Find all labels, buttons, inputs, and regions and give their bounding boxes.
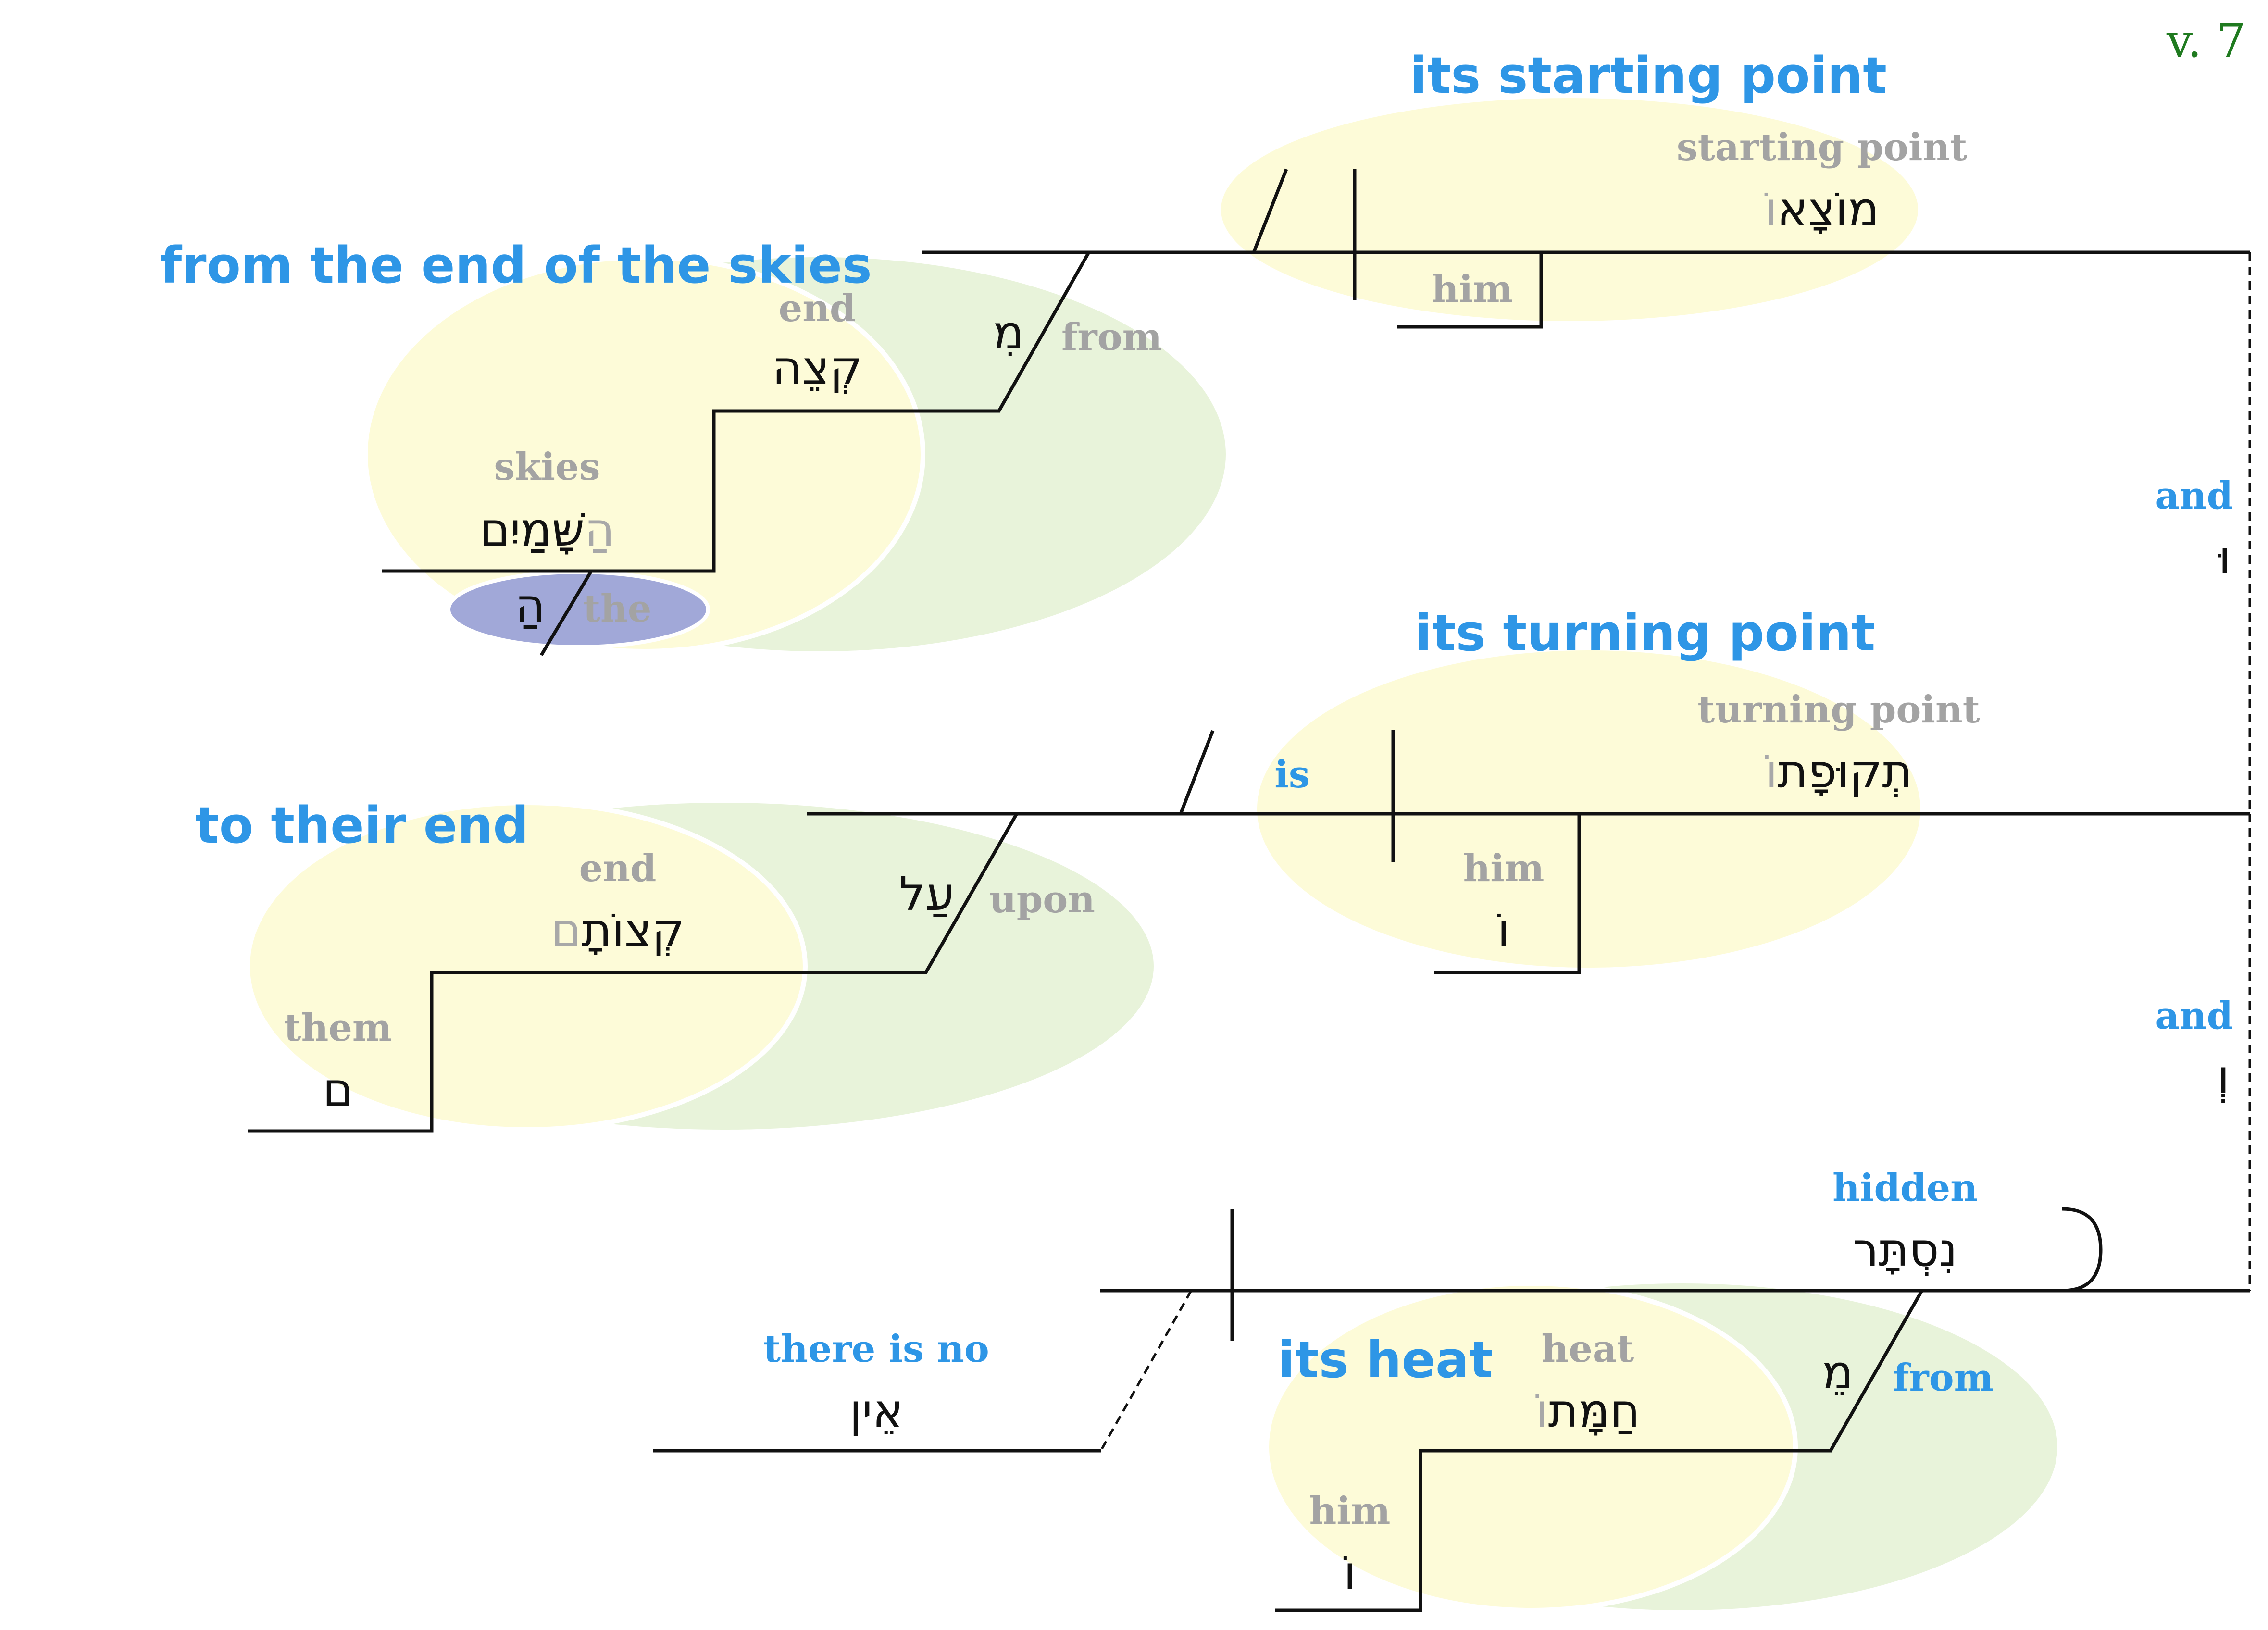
ellipse-pp3-yellow <box>1264 1281 1798 1613</box>
verse-number: v. 7 <box>2166 14 2246 68</box>
pp1-article-slash <box>539 570 593 656</box>
clause1-noun-gloss: starting point <box>1677 125 1968 169</box>
ellipse-pp1-yellow <box>363 255 925 654</box>
clause1-noun-suffix: וֹ <box>1765 182 1777 236</box>
clause1-slash <box>1252 168 1288 253</box>
pp1-obj-gloss: skies <box>494 445 600 489</box>
conj1-gloss: and <box>2155 474 2233 518</box>
clause2-suffix-gloss: him <box>1463 846 1545 890</box>
pp1-phrase-label: from the end of the skies <box>160 236 872 295</box>
pp2-prep-gloss: upon <box>989 878 1095 921</box>
clause1-suffix-gloss: him <box>1432 267 1513 311</box>
pp1-prep-gloss: from <box>1061 315 1162 359</box>
clause2-slash <box>1179 730 1215 815</box>
pp2-noun-suffix: ם <box>551 903 582 957</box>
pp3-noun-main: חַמָּת <box>1548 1384 1640 1438</box>
pp1-noun-gloss: end <box>779 286 856 330</box>
clause3-neg-dashed <box>1099 1290 1193 1452</box>
clause1-suffix-line <box>1397 252 1543 329</box>
pp3-suffix-hebrew: וֹ <box>1344 1546 1356 1600</box>
clause2-noun-suffix: וֹ <box>1765 745 1778 798</box>
pp3-prep-line <box>1275 1290 1924 1612</box>
diagram-lines <box>248 168 2251 1612</box>
clause2-suffix-line <box>1434 814 1581 974</box>
pp2-noun-gloss: end <box>579 846 657 890</box>
clause3-neg-hebrew: אֵין <box>849 1384 903 1438</box>
clause2-suffix-hebrew: וֹ <box>1497 903 1510 957</box>
pp3-noun-hebrew: חַמָּתוֹ <box>1535 1384 1640 1438</box>
pp2-noun-main: קְצוֹתָ <box>582 903 685 957</box>
clause3-participle-hebrew: נִסְתָּר <box>1853 1223 1957 1277</box>
pp2-prep-line <box>248 813 1019 1133</box>
clause2-noun-gloss: turning point <box>1697 688 1980 732</box>
pp1-obj-article: הַ <box>585 503 615 557</box>
pp1-obj-hebrew: הַשָּׁמַיִם <box>479 503 614 557</box>
pp1-prep-line <box>382 251 1091 573</box>
pp1-article-gloss: the <box>583 587 651 631</box>
pp3-noun-gloss: heat <box>1542 1327 1634 1371</box>
clause3-participle-gloss: hidden <box>1832 1166 1978 1210</box>
clause3-phrase-label: its heat <box>1278 1331 1493 1389</box>
pp2-noun-hebrew: קְצוֹתָם <box>551 903 685 957</box>
ellipse-article <box>447 570 710 649</box>
pp3-suffix-gloss: him <box>1309 1489 1391 1533</box>
pp1-noun-hebrew: קְצֵה <box>772 341 862 395</box>
clause2-phrase-label: its turning point <box>1415 604 1875 662</box>
clause1-phrase-label: its starting point <box>1410 46 1887 105</box>
pp2-prep-hebrew: עַל <box>899 867 955 921</box>
pp3-prep-gloss: from <box>1893 1356 1994 1400</box>
pp3-noun-suffix: וֹ <box>1535 1384 1548 1438</box>
conj2-hebrew: וְ <box>2217 1050 2230 1104</box>
clause3-neg-gloss: there is no <box>763 1327 989 1371</box>
ellipse-pp2-yellow <box>245 800 808 1132</box>
pp3-prep-hebrew: מֵ <box>1822 1345 1853 1399</box>
clause2-noun-hebrew: תְקוּפָתוֹ <box>1765 745 1913 798</box>
pp2-suffix-hebrew: ם <box>323 1063 353 1117</box>
pp1-obj-main: שָּׁמַיִם <box>479 503 585 557</box>
clause2-noun-main: תְקוּפָת <box>1778 745 1912 798</box>
background-ellipses <box>245 98 2057 1613</box>
ellipse-turning-point <box>1257 650 1920 968</box>
ellipse-starting-point <box>1221 98 1918 321</box>
clause2-verb-gloss: is <box>1274 753 1310 796</box>
clause1-noun-main: מוֹצָא <box>1777 182 1879 236</box>
pp2-suffix-gloss: them <box>284 1006 392 1050</box>
pp1-article-hebrew: הַ <box>515 579 546 633</box>
conj1-hebrew: וּ <box>2218 531 2231 585</box>
pp2-phrase-label: to their end <box>195 796 529 855</box>
conj2-gloss: and <box>2155 994 2233 1038</box>
clause3-hidden-bracket <box>2062 1207 2103 1293</box>
pp1-prep-hebrew: מִ <box>993 306 1024 360</box>
clause1-noun-hebrew: מוֹצָאוֹ <box>1765 182 1880 236</box>
